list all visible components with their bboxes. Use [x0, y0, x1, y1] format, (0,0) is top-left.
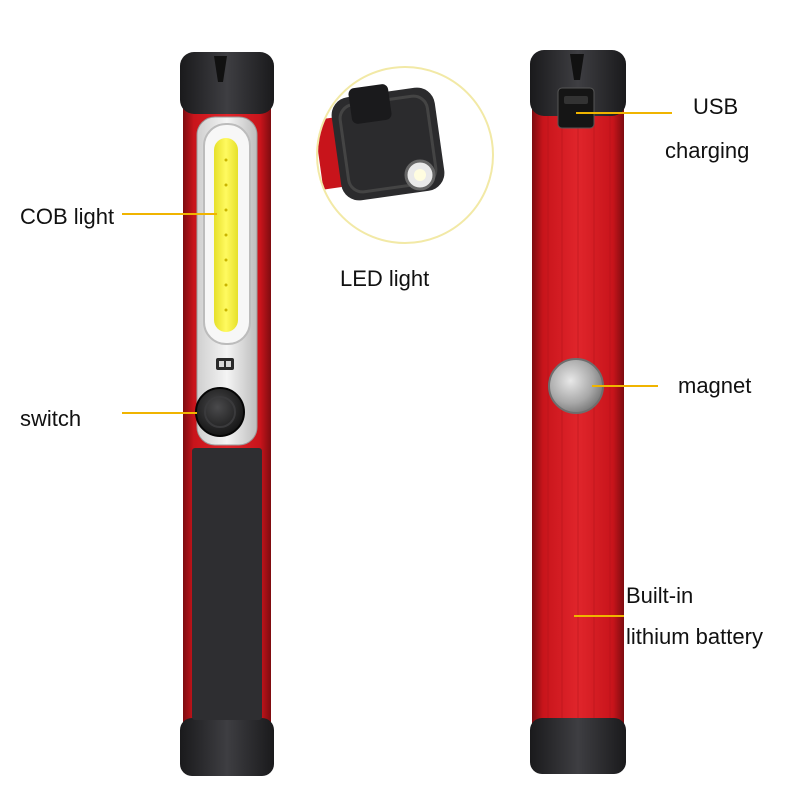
leader-cob	[122, 213, 217, 215]
right-work-light-back	[530, 50, 626, 774]
usb-port	[557, 87, 595, 129]
label-battery-line2: lithium battery	[626, 624, 763, 649]
label-switch: switch	[20, 406, 82, 431]
left-work-light	[180, 52, 274, 776]
right-top-cap	[530, 50, 626, 116]
label-magnet: magnet	[678, 373, 752, 398]
label-led-light: LED light	[340, 266, 430, 291]
left-bottom-cap	[180, 718, 274, 776]
label-cob-light: COB light	[20, 204, 115, 229]
leader-battery	[574, 615, 624, 617]
leader-usb	[576, 112, 672, 114]
left-top-cap	[180, 52, 274, 114]
label-usb-line2: charging	[665, 138, 750, 163]
leader-magnet	[592, 385, 658, 387]
power-switch-knob	[195, 387, 245, 437]
label-usb-line1: USB	[693, 94, 739, 119]
left-grip-panel	[192, 448, 262, 720]
indicator-window	[216, 358, 234, 370]
label-battery-line1: Built-in	[626, 583, 694, 608]
led-top-tab	[348, 84, 392, 124]
right-bottom-cap	[530, 718, 626, 774]
leader-switch	[122, 412, 197, 414]
led-light-inset	[316, 66, 494, 244]
